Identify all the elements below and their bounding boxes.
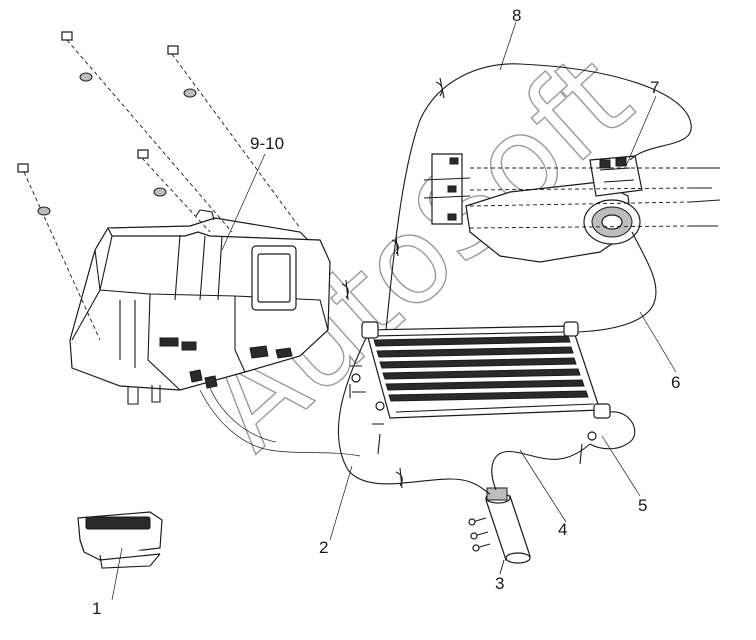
callout-9-10: 9-10 <box>250 134 284 153</box>
callout-4: 4 <box>558 520 567 539</box>
callout-labels: 1 2 3 4 5 6 7 8 9-10 <box>92 6 680 618</box>
control-panel <box>77 511 163 601</box>
leader-lines <box>221 21 677 575</box>
callout-2: 2 <box>319 538 328 557</box>
hose-2 <box>337 337 491 495</box>
hose-fittings <box>341 77 445 489</box>
callout-3: 3 <box>495 574 504 593</box>
hose-4 <box>491 443 591 491</box>
hvac-unit <box>69 209 361 457</box>
hose-6 <box>577 231 657 333</box>
callout-5: 5 <box>638 496 647 515</box>
callout-8: 8 <box>512 6 521 25</box>
hose-5 <box>589 411 636 450</box>
callout-6: 6 <box>671 373 680 392</box>
receiver-drier <box>468 487 531 575</box>
callout-7: 7 <box>650 78 659 97</box>
condenser-fins <box>373 335 589 402</box>
hose-8 <box>385 63 692 331</box>
compressor-assembly <box>423 153 721 263</box>
screw-set-hvac <box>17 31 301 341</box>
condenser <box>349 321 611 465</box>
callout-1: 1 <box>92 599 101 618</box>
